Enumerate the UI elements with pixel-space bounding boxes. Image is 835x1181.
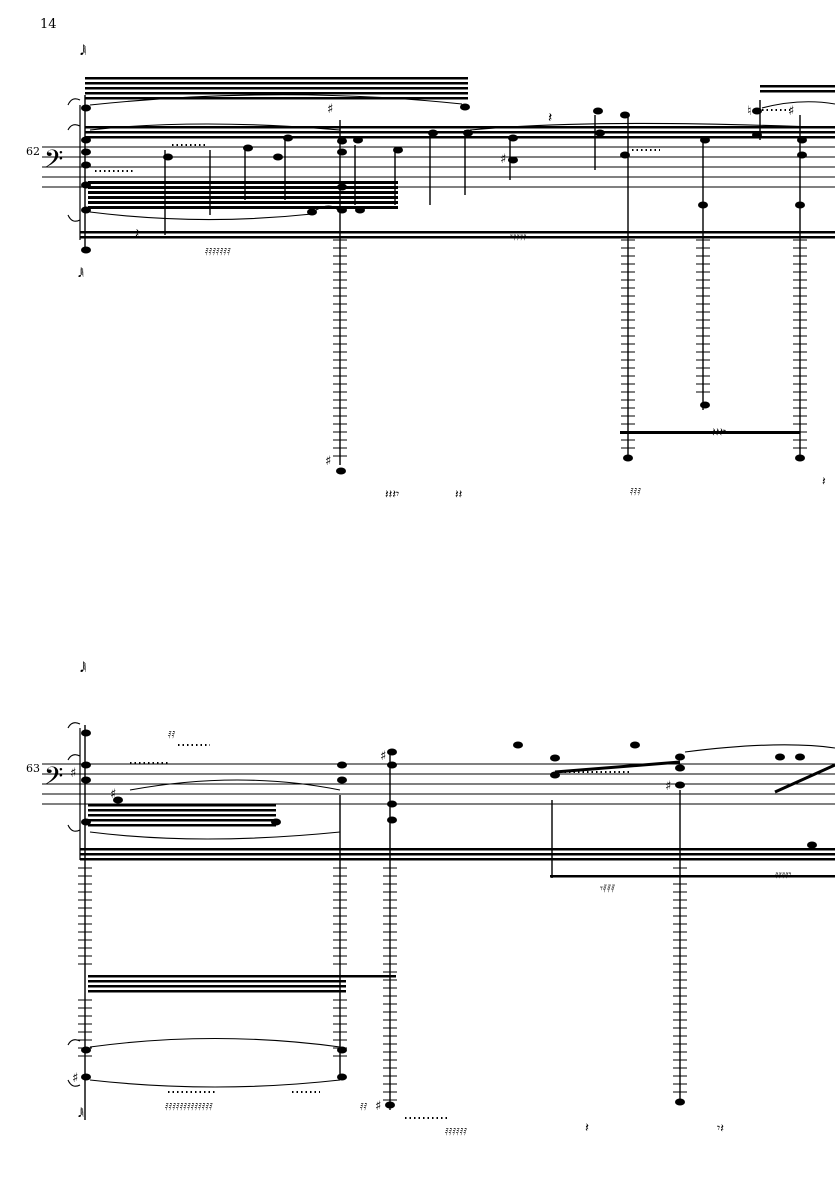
sharp-icon: ♯ <box>70 766 76 781</box>
rest-icon: 𝄾𝄽 <box>717 1121 724 1135</box>
rest-icon: 𝅘𝅥𝅲 <box>80 661 86 675</box>
beam-lines <box>554 760 835 794</box>
rest-icon: 𝅀𝅀𝅀 <box>630 487 641 498</box>
dotted-lines <box>95 109 790 172</box>
system-62: 𝄢 <box>42 44 835 501</box>
rest-icon: 𝅀𝅀𝅀𝅀𝅀𝅀 <box>445 1127 467 1138</box>
sharp-icon: ♯ <box>500 152 506 167</box>
sharp-icon: ♯ <box>72 1071 78 1086</box>
beam-group <box>80 77 835 434</box>
rest-icon: 𝅘𝅥𝅲 <box>78 266 84 280</box>
rest-icon: 𝄽 <box>548 110 552 126</box>
measure-number-62: 62 <box>26 145 40 158</box>
note-stems <box>84 95 801 465</box>
natural-icon: ♮ <box>747 104 752 119</box>
measure-number-63: 63 <box>26 762 40 775</box>
rest-icon: 𝅘𝅥𝅲 <box>80 44 86 58</box>
rest-icon: 𝅀𝅀 <box>360 1102 368 1113</box>
symbols: 𝅘𝅥𝅲 𝄽 𝄽 𝄽𝄽𝄽𝄾 𝄽𝄽 𝄽𝄽𝄽𝄾 𝄽 𝄾𝄿𝄿𝄿𝄿 𝅀𝅀𝅀𝅀𝅀𝅀𝅀 𝅀𝅀𝅀… <box>78 44 826 501</box>
sharp-icon: ♯ <box>788 104 794 119</box>
staff-lines <box>42 763 835 805</box>
note-stems <box>84 725 681 1120</box>
rest-icon: 𝄽 <box>135 226 139 242</box>
rest-icon: 𝄽 <box>822 474 826 488</box>
sharp-icon: ♯ <box>665 779 671 794</box>
ties <box>67 94 835 222</box>
noteheads <box>81 729 817 1109</box>
sharp-icon: ♯ <box>325 454 331 469</box>
bass-clef-icon: 𝄢 <box>44 762 63 797</box>
rest-icon: 𝄾𝄿𝄿𝄿𝄿 <box>510 230 527 243</box>
rest-icon: 𝄿𝄿𝄿𝄿𝄾 <box>775 868 791 881</box>
sharp-icon: ♯ <box>327 102 333 117</box>
sharp-icon: ♯ <box>375 1099 381 1114</box>
system-63: 𝄢 <box>42 661 835 1138</box>
page-number: 14 <box>40 17 57 32</box>
beam-group <box>80 804 835 993</box>
sharp-icon: ♯ <box>380 749 386 764</box>
dotted-lines <box>130 744 632 1119</box>
bass-clef-icon: 𝄢 <box>44 145 63 180</box>
rest-icon: 𝄽𝄽 <box>455 487 463 501</box>
rest-icon: 𝅀𝅀𝅀𝅀𝅀𝅀𝅀𝅀𝅀𝅀𝅀𝅀𝅀 <box>165 1102 213 1113</box>
ledger-lines <box>78 867 687 1101</box>
sharp-icon: ♯ <box>110 787 116 802</box>
rest-icon: 𝄽𝄽𝄽𝄾 <box>385 487 399 501</box>
rest-icon: 𝄽𝄽𝄽𝄾 <box>712 425 726 439</box>
rest-icon: 𝄽 <box>585 1121 589 1136</box>
rest-icon: 𝅘𝅥𝅲 <box>78 1106 84 1120</box>
noteheads <box>81 103 807 475</box>
rest-icon: 𝅀𝅀 <box>168 730 176 741</box>
rest-icon: 𝄾𝅀𝅀𝅀 <box>600 882 615 895</box>
symbols: 𝅘𝅥𝅲 𝅀𝅀 𝄽 𝄾𝄽 𝄾𝅀𝅀𝅀 𝄿𝄿𝄿𝄿𝄾 𝅀𝅀𝅀𝅀𝅀𝅀𝅀𝅀𝅀𝅀𝅀𝅀𝅀 𝅀𝅀 … <box>70 661 791 1138</box>
rest-icon: 𝅀𝅀𝅀𝅀𝅀𝅀𝅀 <box>205 247 231 258</box>
ledger-lines <box>333 239 807 457</box>
ties <box>67 722 835 1088</box>
